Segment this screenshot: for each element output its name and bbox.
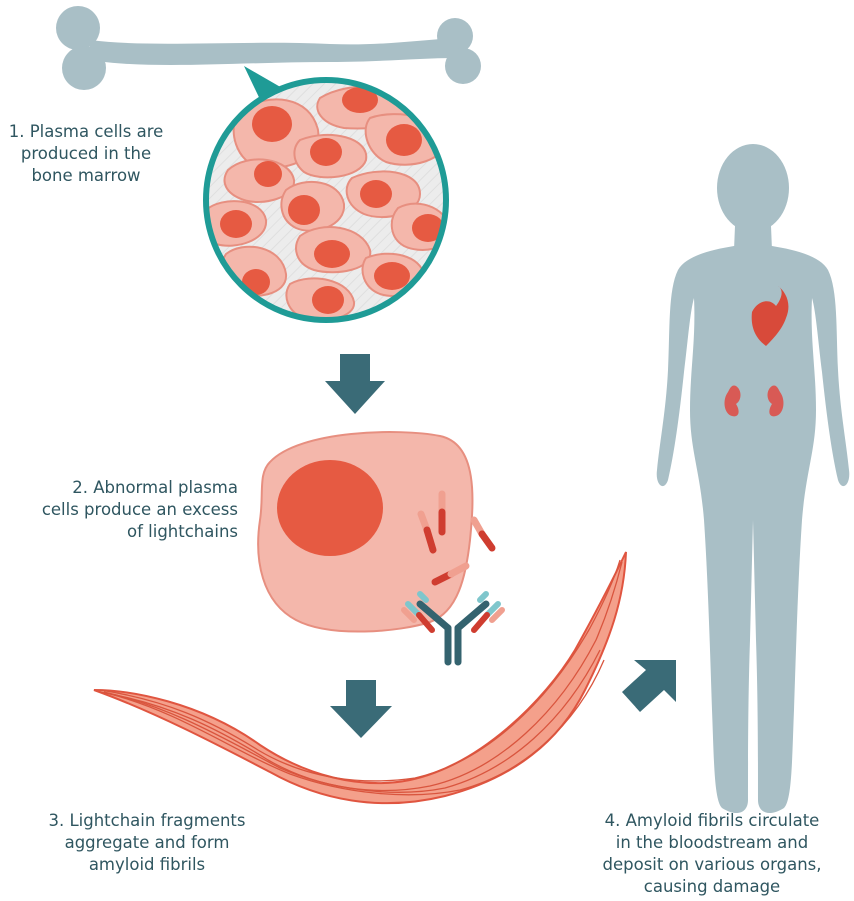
marrow-magnifier bbox=[201, 80, 450, 320]
down-arrow-icon bbox=[330, 680, 392, 738]
human-silhouette-icon bbox=[657, 144, 850, 813]
step-2-caption: 2. Abnormal plasma cells produce an exce… bbox=[14, 477, 238, 543]
step-1-caption: 1. Plasma cells are produced in the bone… bbox=[2, 121, 170, 187]
diagonal-arrow-icon bbox=[622, 660, 676, 712]
bone-icon bbox=[56, 6, 481, 90]
step-3-caption: 3. Lightchain fragments aggregate and fo… bbox=[22, 810, 272, 876]
step-4-caption: 4. Amyloid fibrils circulate in the bloo… bbox=[572, 810, 852, 898]
down-arrow-icon bbox=[325, 354, 385, 414]
